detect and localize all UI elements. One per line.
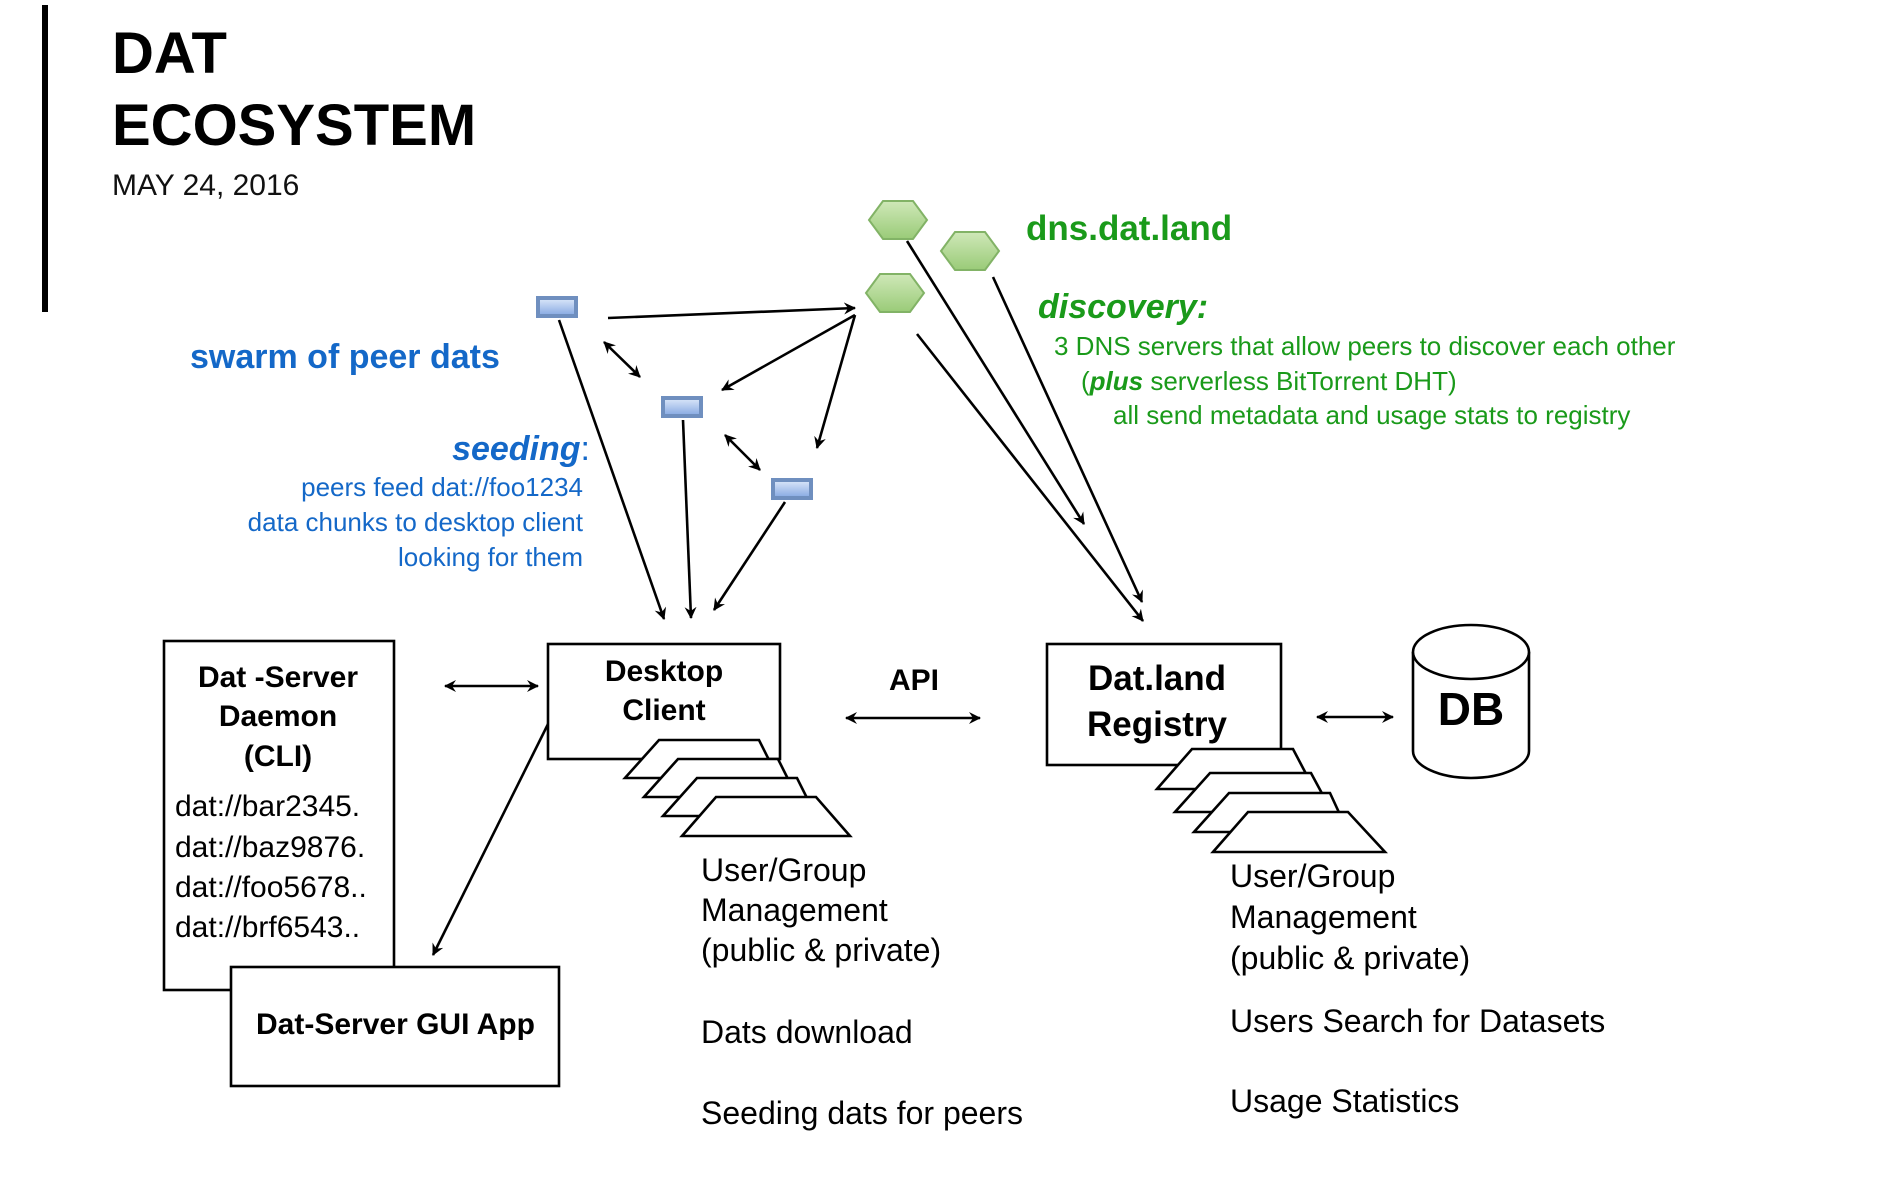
arrow-gui-desktop (431, 705, 559, 956)
discovery-line1: 3 DNS servers that allow peers to discov… (1054, 331, 1676, 361)
desktop-feature: Seeding dats for peers (701, 1095, 1023, 1131)
desktop-feature: Dats download (701, 1014, 913, 1050)
title-line2: ECOSYSTEM (112, 93, 476, 158)
header-accent-bar (42, 5, 48, 312)
dat-link[interactable]: dat://bar2345. (175, 790, 360, 823)
peer-node-1[interactable] (536, 296, 578, 318)
registry-feature: (public & private) (1230, 940, 1470, 976)
registry-feature: User/Group (1230, 858, 1395, 894)
dat-link[interactable]: dat://baz9876. (175, 831, 365, 864)
swarm-label: swarm of peer dats (190, 338, 500, 376)
desktop-feature: User/Group (701, 852, 866, 888)
desktop-document-stack (622, 738, 853, 838)
daemon-title: Daemon (219, 700, 337, 733)
peer-node-3[interactable] (771, 478, 813, 500)
arrow-dns1-to-registry (905, 240, 1086, 525)
api-label: API (889, 664, 939, 697)
seeding-line: peers feed dat://foo1234 (301, 472, 583, 502)
peer-node-2[interactable] (661, 396, 703, 418)
dns-server-hexagon-2[interactable] (939, 231, 1001, 271)
dns-label: dns.dat.land (1026, 209, 1232, 248)
database-cylinder[interactable] (1411, 623, 1531, 780)
dat-link[interactable]: dat://foo5678.. (175, 871, 367, 904)
desktop-feature: Management (701, 892, 888, 928)
arrow-peer1-to-desktop (557, 319, 667, 620)
dns-server-hexagon-1[interactable] (867, 200, 929, 240)
daemon-box[interactable] (162, 639, 396, 992)
arrow-dns3-to-registry (915, 333, 1145, 622)
title-line1: DAT (112, 21, 227, 86)
discovery-title: discovery: (1038, 288, 1208, 326)
registry-title: Registry (1087, 705, 1228, 744)
registry-feature: Users Search for Datasets (1230, 1003, 1605, 1039)
plus-emphasis: plus (1089, 366, 1143, 396)
discovery-line2: (plus serverless BitTorrent DHT) (1081, 366, 1457, 396)
registry-title: Dat.land (1088, 659, 1226, 698)
arrow-dns-to-peer2 (721, 313, 856, 392)
arrow-dns2-to-registry (991, 276, 1144, 603)
daemon-title: Dat -Server (198, 661, 358, 694)
arrow-dns-to-peer3 (814, 314, 857, 449)
date-label: MAY 24, 2016 (112, 169, 299, 202)
dat-link[interactable]: dat://brf6543.. (175, 911, 360, 944)
registry-feature: Management (1230, 899, 1417, 935)
discovery-line3: all send metadata and usage stats to reg… (1113, 400, 1630, 430)
desktop-feature: (public & private) (701, 932, 941, 968)
arrow-peer1-peer2 (603, 341, 641, 378)
seeding-heading: seeding: (452, 430, 590, 468)
gui-app-box[interactable] (229, 965, 561, 1088)
desktop-client-title: Client (622, 694, 705, 727)
arrow-peer2-peer3 (724, 434, 761, 471)
dns-server-hexagon-3[interactable] (864, 273, 926, 313)
arrow-peer2-to-desktop (681, 419, 697, 619)
seeding-line: data chunks to desktop client (248, 507, 584, 537)
discovery-line2-rest: serverless BitTorrent DHT) (1143, 366, 1457, 396)
arrow-peer3-to-desktop (712, 501, 787, 611)
seeding-colon: : (581, 430, 590, 468)
registry-document-stack (1154, 747, 1388, 854)
daemon-title: (CLI) (244, 740, 312, 773)
registry-feature: Usage Statistics (1230, 1083, 1459, 1119)
desktop-client-title: Desktop (605, 655, 723, 688)
registry-box[interactable] (1045, 642, 1283, 767)
arrow-peer-to-dns (607, 302, 856, 320)
seeding-line: looking for them (398, 542, 583, 572)
gui-app-label: Dat-Server GUI App (256, 1008, 535, 1041)
db-label: DB (1438, 683, 1504, 735)
paren: ( (1081, 366, 1090, 396)
seeding-title: seeding (452, 430, 581, 468)
